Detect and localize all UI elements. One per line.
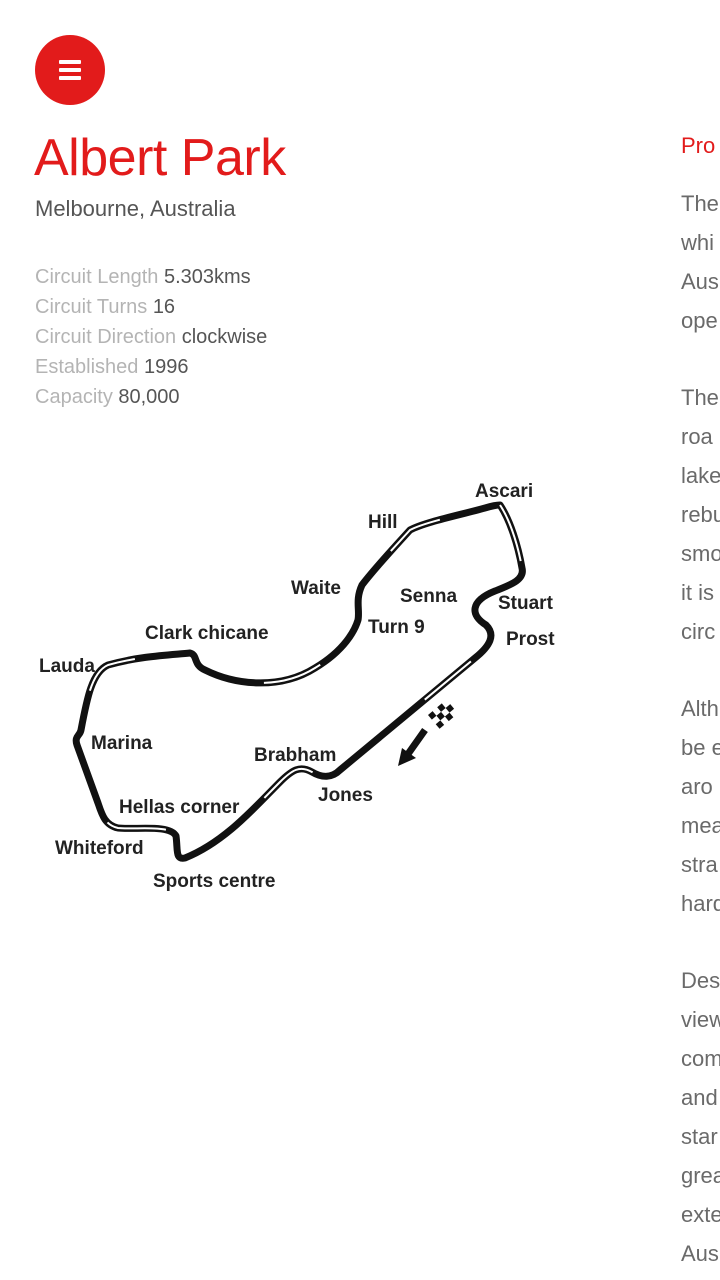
profile-paragraph: Des view com and star grea exte Aus [681,961,720,1273]
hamburger-menu-icon [59,60,81,64]
map-label-prost: Prost [506,629,555,650]
spec-value: 5.303kms [163,266,251,288]
map-label-senna: Senna [400,586,457,607]
paragraph-line: aro [681,774,713,799]
spec-row-direction: Circuit Direction clockwise [35,322,267,352]
hamburger-menu-icon-bar [59,68,81,72]
map-label-sports: Sports centre [153,871,275,892]
paragraph-line: it is [681,580,714,605]
map-label-brabham: Brabham [254,745,336,766]
paragraph-line: circ [681,619,716,644]
circuit-title: Albert Park [34,129,286,187]
start-direction-arrow-icon [398,727,428,766]
paragraph-line: rebu [681,502,720,527]
map-label-clark: Clark chicane [145,623,269,644]
menu-button[interactable] [35,35,105,105]
profile-paragraph: Alth be e aro mea stra hard [681,689,720,923]
paragraph-line: The [681,191,719,216]
paragraph-line: hard [681,891,720,916]
paragraph-line: Aus [681,269,719,294]
paragraph-line: grea [681,1163,720,1188]
map-label-hill: Hill [368,512,398,533]
spec-row-length: Circuit Length 5.303kms [35,262,267,292]
map-label-turn9: Turn 9 [368,617,425,638]
profile-paragraph: The roa lake rebu smo it is circ [681,378,720,651]
map-label-ascari: Ascari [475,481,533,502]
paragraph-line: and [681,1085,718,1110]
map-label-marina: Marina [91,733,153,754]
spec-label: Circuit Length [35,266,159,288]
paragraph-line: roa [681,424,713,449]
paragraph-line: Des [681,968,720,993]
paragraph-line: be e [681,735,720,760]
circuit-map: Ascari Hill Waite Senna Stuart Turn 9 Pr… [39,481,555,892]
map-label-hellas: Hellas corner [119,797,240,818]
paragraph-line: whi [681,230,715,255]
spec-value: clockwise [181,326,268,348]
spec-label: Capacity [35,386,113,408]
paragraph-line: exte [681,1202,720,1227]
paragraph-line: stra [681,852,718,877]
spec-value: 16 [152,296,176,318]
map-label-lauda: Lauda [39,656,95,677]
paragraph-line: mea [681,813,720,838]
paragraph-line: smo [681,541,720,566]
spec-label: Circuit Turns [35,296,148,318]
paragraph-line: Alth [681,696,719,721]
chequered-flag-icon [428,703,455,729]
paragraph-line: com [681,1046,720,1071]
map-label-waite: Waite [291,578,341,599]
spec-value: 1996 [143,356,189,378]
hamburger-menu-icon-bar [59,76,81,80]
paragraph-line: ope [681,308,718,333]
spec-row-established: Established 1996 [35,352,267,382]
circuit-specs: Circuit Length 5.303kms Circuit Turns 16… [35,262,267,412]
spec-label: Established [35,356,139,378]
map-label-whiteford: Whiteford [55,838,144,859]
spec-row-capacity: Capacity 80,000 [35,382,267,412]
profile-heading: Pro [681,133,716,158]
track-outline [72,501,526,862]
map-label-stuart: Stuart [498,593,554,614]
map-label-jones: Jones [318,785,373,806]
paragraph-line: view [681,1007,720,1032]
paragraph-line: star [681,1124,718,1149]
spec-value: 80,000 [118,386,180,408]
paragraph-line: The [681,385,719,410]
circuit-profile: Pro The whi Aus ope The roa lake rebu sm… [681,130,720,1273]
spec-row-turns: Circuit Turns 16 [35,292,267,322]
spec-label: Circuit Direction [35,326,177,348]
profile-paragraph: The whi Aus ope [681,184,720,340]
paragraph-line: Aus [681,1241,719,1266]
circuit-location: Melbourne, Australia [35,196,236,221]
paragraph-line: lake [681,463,720,488]
